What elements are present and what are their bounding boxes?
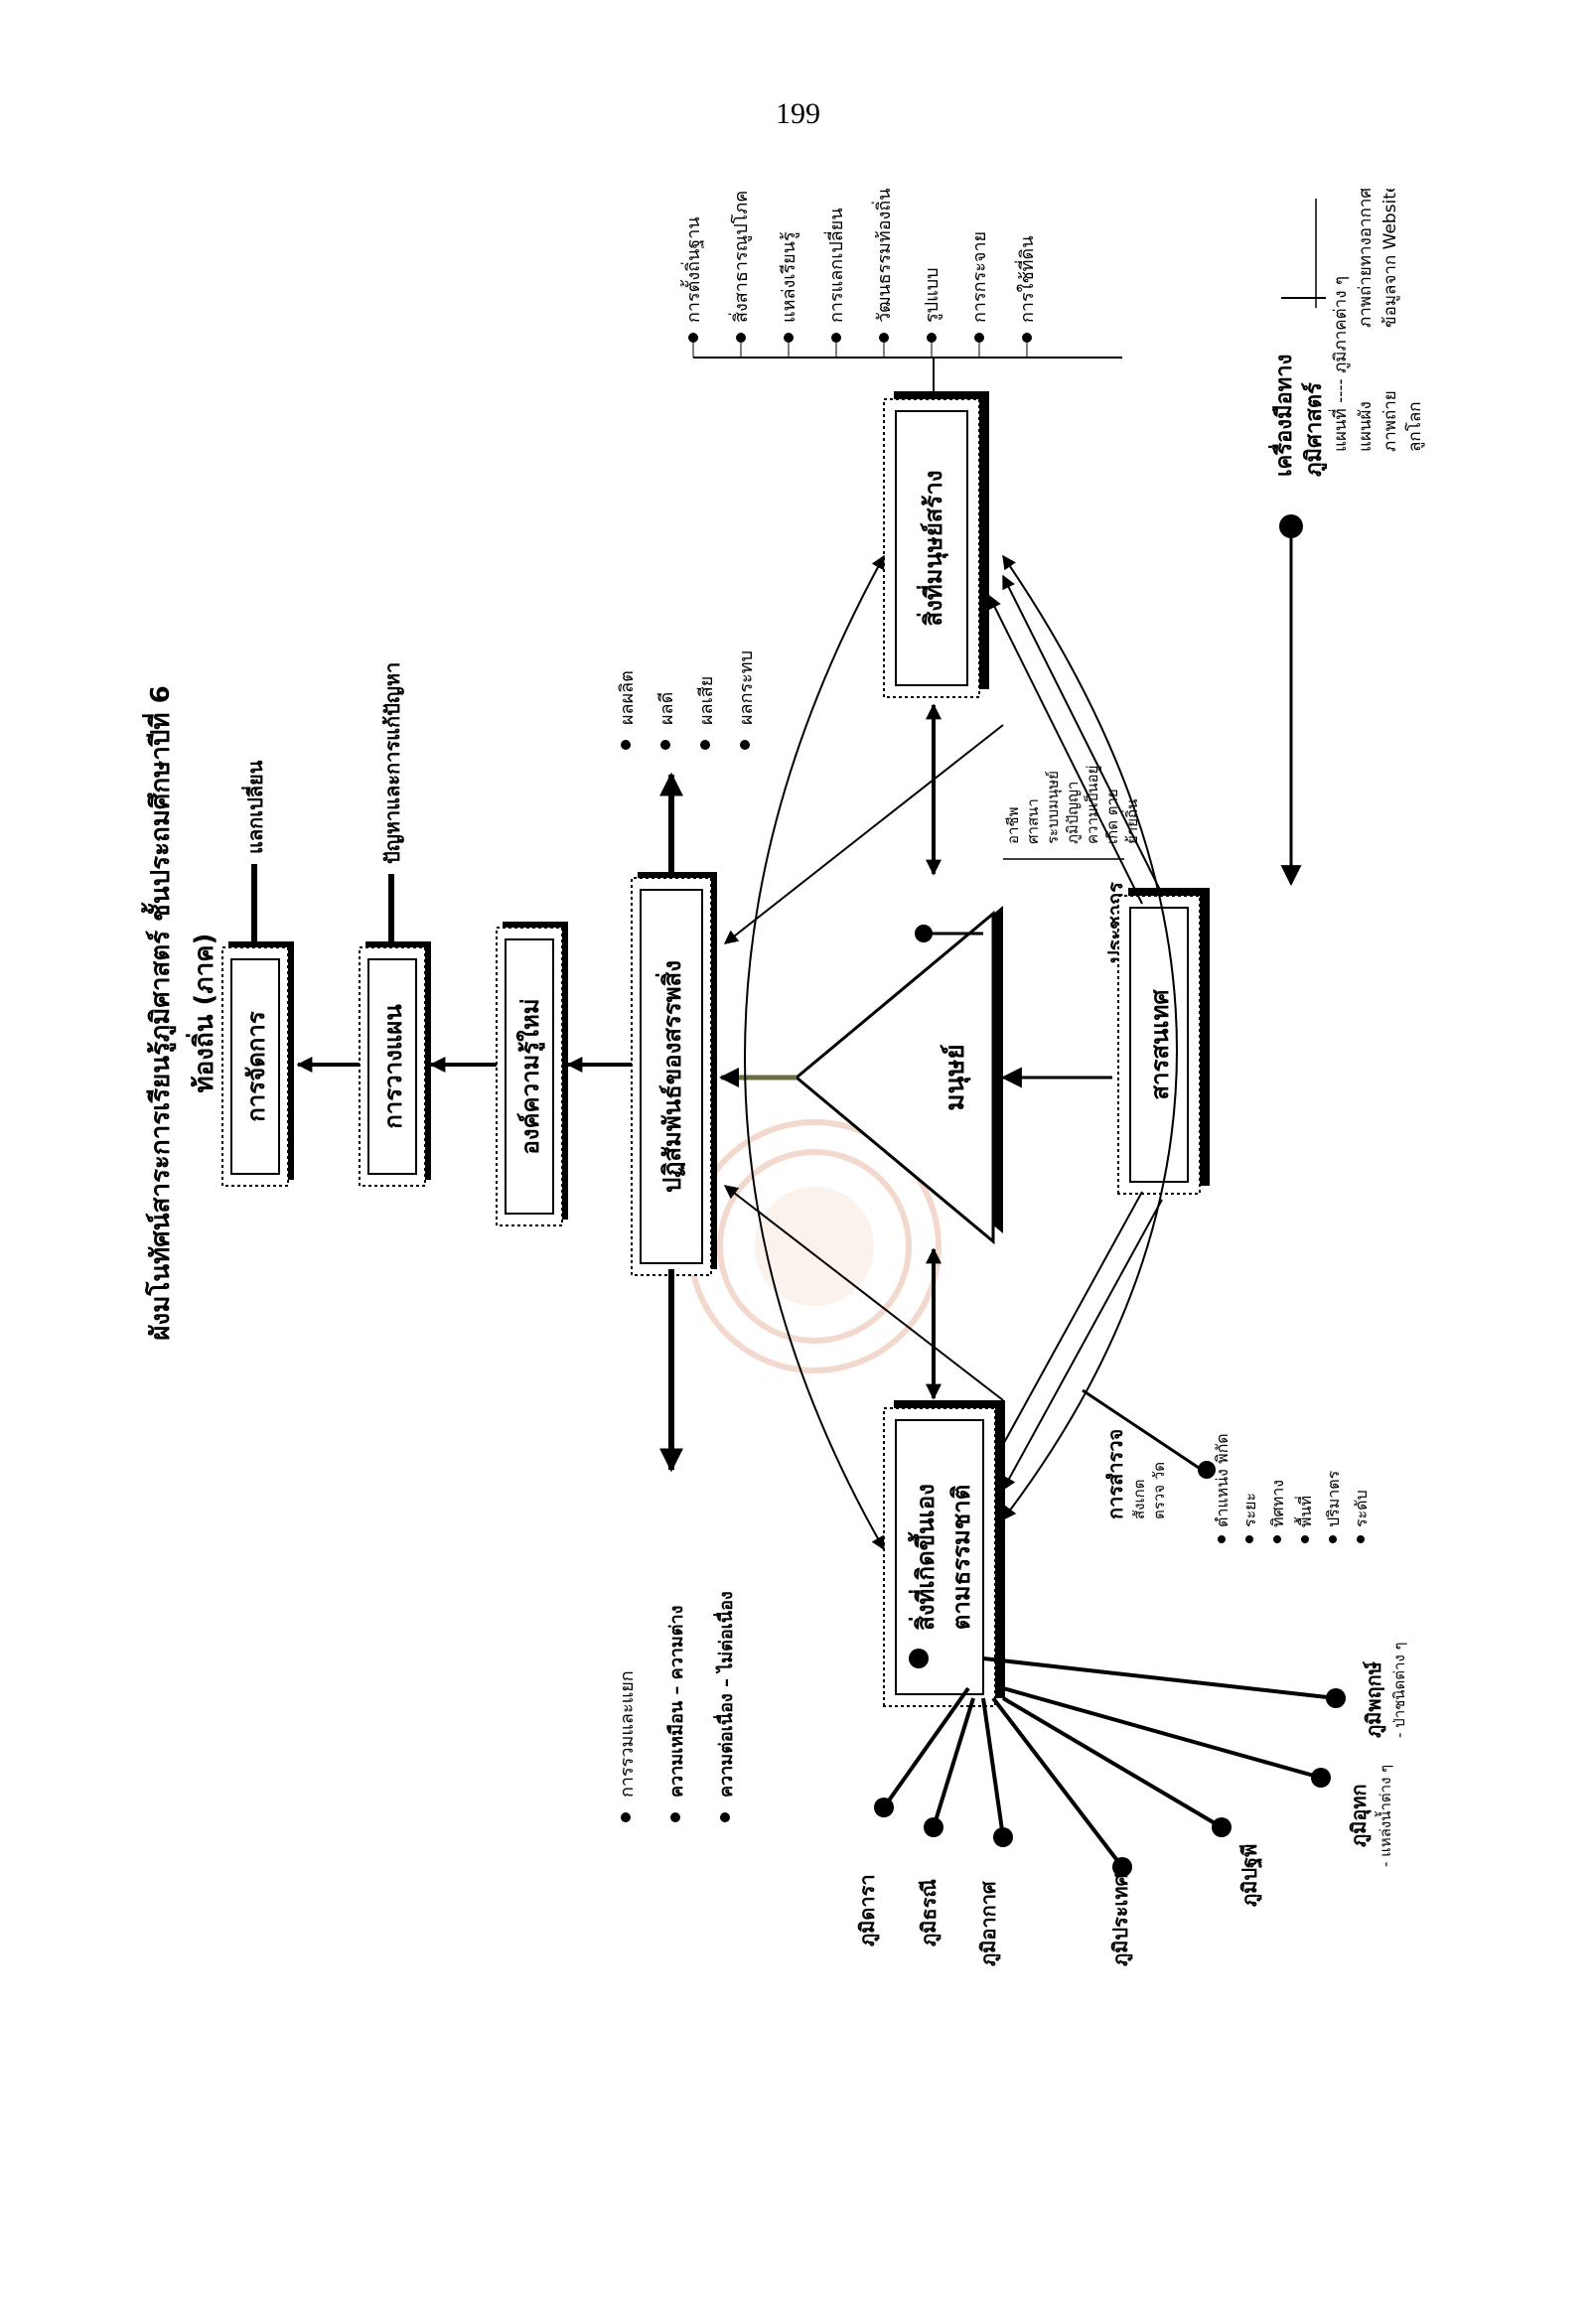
tools-item: ภาพถ่าย	[1380, 390, 1400, 452]
arc-natural-to-man-made-bottom	[1002, 554, 1178, 1521]
line-right-node-to-interaction	[723, 724, 1004, 944]
relation-item: การรวมและแยก	[617, 1670, 638, 1798]
planning-label: การวางแผน	[379, 1004, 407, 1129]
geo-branch-name: ภูมิประเทศ	[1108, 1872, 1134, 1966]
geo-branch-note: - แหล่งน้ำต่าง ๆ	[1375, 1765, 1394, 1867]
man-made-item: การใช้ที่ดิน	[1014, 235, 1038, 323]
man-made-label: สิ่งที่มนุษย์สร้าง	[916, 470, 949, 626]
tools-label-line2: ภูมิศาสตร์	[1301, 382, 1328, 477]
diagram-title: ผังมโนทัศน์สาระการเรียนรู้ภูมิศาสตร์ ชั้…	[140, 685, 177, 1340]
geo-branch-note: - ป่าชนิดต่าง ๆ	[1390, 1642, 1408, 1738]
relations-list: การรวมและแยก ความเหมือน – ความต่าง ความต…	[617, 1591, 737, 1822]
management-note: แลกเปลี่ยน	[240, 760, 267, 854]
survey-dot	[1198, 1461, 1216, 1479]
man-made-box: สิ่งที่มนุษย์สร้าง	[883, 391, 989, 698]
population-item: เกิด ตาย	[1103, 789, 1121, 844]
arrow-info-to-man-made-2	[1002, 574, 1163, 895]
management-label: การจัดการ	[242, 1011, 270, 1122]
natural-label-line2: ตามธรรมชาติ	[947, 1485, 975, 1630]
planning-note: ปัญหาและการแก้ปัญหา	[380, 662, 404, 864]
population-item: อาชีพ	[1004, 807, 1022, 845]
survey-method: ตรวจ วัด	[1150, 1462, 1168, 1519]
management-box: การจัดการ	[221, 941, 294, 1187]
arrow-info-to-man-made	[988, 594, 1143, 905]
tools-item: ข้อมูลจาก Website	[1380, 189, 1400, 328]
tools-item: ภาพถ่ายทางอากาศ	[1356, 189, 1376, 328]
tools-item: แผนผัง	[1356, 401, 1376, 452]
population-item: ศาสนา	[1024, 798, 1042, 844]
information-label: สารสนเทศ	[1146, 989, 1174, 1100]
man-made-item: การตั้งถิ่นฐาน	[680, 216, 704, 323]
man-made-item: การกระจาย	[969, 231, 990, 323]
survey-label: การสำรวจ	[1103, 1429, 1127, 1519]
interaction-label: ปฏิสัมพันธ์ของสรรพสิ่ง	[654, 960, 686, 1193]
interaction-box: ปฏิสัมพันธ์ของสรรพสิ่ง	[631, 872, 717, 1276]
effects-list: ผลผลิต ผลดี ผลเสีย ผลกระทบ	[617, 650, 757, 750]
survey-item: ระยะ	[1240, 1493, 1259, 1527]
effect-item: ผลกระทบ	[736, 650, 757, 725]
survey-item: พื้นที่	[1294, 1496, 1315, 1527]
survey-method: สังเกต	[1130, 1480, 1148, 1519]
diagram-subtitle: ท้องถิ่น (ภาค)	[185, 934, 219, 1093]
information-box: สารสนเทศ	[1117, 888, 1210, 1195]
geo-branches: ภูมิพฤกษ์ - ป่าชนิดต่าง ๆ ภูมิอุทก - แหล…	[855, 1642, 1408, 1966]
page-number: 199	[776, 97, 820, 130]
arc-natural-to-man-made-top	[744, 554, 885, 1551]
tools-item: แผนที่ ---- ภูมิภาคต่าง ๆ	[1328, 276, 1351, 452]
tools-items: แผนที่ ---- ภูมิภาคต่าง ๆ แผนผัง ภาพถ่าย…	[1328, 189, 1425, 452]
population-item: ระบบมนุษย์	[1044, 771, 1063, 844]
tools-item: ลูกโลก	[1404, 401, 1425, 452]
geo-branch-name: ภูมิอุทก	[1347, 1784, 1373, 1847]
geo-branch-name: ภูมิพฤกษ์	[1362, 1661, 1387, 1738]
concept-map-diagram: ผังมโนทัศน์สาระการเรียนรู้ภูมิศาสตร์ ชั้…	[140, 189, 1425, 1966]
tools-label-line1: เครื่องมือทาง	[1267, 355, 1297, 477]
geo-branch-name: ภูมิปฐพี	[1237, 1844, 1263, 1907]
planning-box: การวางแผน	[359, 941, 431, 1187]
relation-item: ความเหมือน – ความต่าง	[666, 1606, 687, 1798]
geo-branch-name: ภูมิอากาศ	[976, 1880, 1002, 1966]
human-label: มนุษย์	[940, 1044, 971, 1110]
man-made-item: สิ่งสาธารณูปโภค	[728, 191, 752, 323]
man-made-item: รูปแบบ	[922, 267, 943, 323]
population-dot	[915, 925, 933, 942]
arrow-info-to-natural-2	[1002, 1199, 1163, 1492]
man-made-items: การตั้งถิ่นฐาน สิ่งสาธารณูปโภค แหล่งเรีย…	[680, 189, 1038, 358]
new-knowledge-label: องค์ความรู้ใหม่	[515, 998, 545, 1154]
natural-box: สิ่งที่เกิดขึ้นเอง ตามธรรมชาติ	[883, 1400, 1005, 1707]
survey-item: ระดับ	[1352, 1490, 1371, 1527]
man-made-item: วัฒนธรรมท้องถิ่น	[871, 189, 895, 323]
tools-dot	[1279, 514, 1303, 538]
new-knowledge-box: องค์ความรู้ใหม่	[496, 922, 568, 1226]
survey-item: ปริมาตร	[1324, 1470, 1343, 1527]
survey-items: ตำแหน่ง พิกัด ระยะ ทิศทาง พื้นที่ ปริมาต…	[1213, 1433, 1371, 1543]
natural-label-line1: สิ่งที่เกิดขึ้นเอง	[907, 1484, 940, 1631]
population-item: ย้ายถิ่น	[1121, 799, 1141, 844]
effect-item: ผลผลิต	[617, 670, 638, 725]
effect-item: ผลเสีย	[696, 676, 717, 725]
human-triangle: มนุษย์	[794, 906, 1003, 1245]
effect-item: ผลดี	[656, 692, 677, 725]
man-made-item: การแลกเปลี่ยน	[823, 208, 847, 323]
relation-item: ความต่อเนื่อง – ไม่ต่อเนื่อง	[713, 1591, 737, 1798]
geo-branch-name: ภูมิธรณี	[917, 1879, 943, 1946]
survey-stem	[1082, 1388, 1203, 1472]
population-item: ภูมิปัญญา	[1064, 782, 1082, 844]
geo-branch-name: ภูมิดารา	[855, 1874, 881, 1946]
survey-item: ทิศทาง	[1268, 1480, 1287, 1527]
survey-item: ตำแหน่ง พิกัด	[1213, 1433, 1232, 1527]
line-left-node-to-interaction	[723, 1185, 1004, 1401]
population-items: อาชีพ ศาสนา ระบบมนุษย์ ภูมิปัญญา ความเป็…	[1004, 766, 1141, 844]
man-made-item: แหล่งเรียนรู้	[779, 231, 799, 323]
